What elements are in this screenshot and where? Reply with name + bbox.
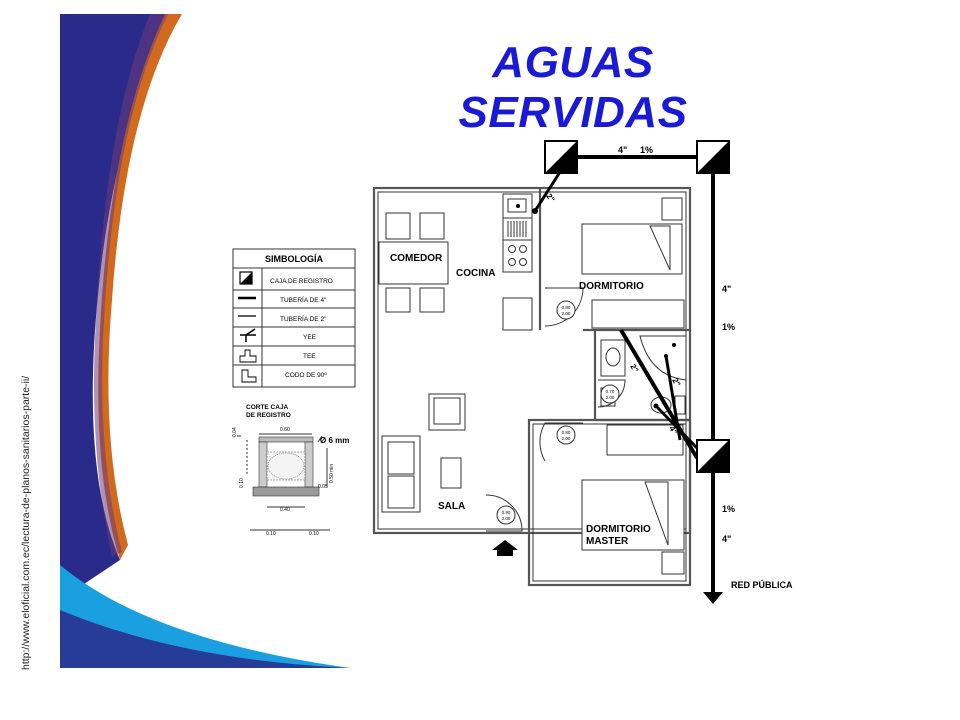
pipe-right-lower-slope: 1% — [722, 504, 735, 514]
pipe-right-upper-slope: 1% — [722, 322, 735, 332]
room-label-master-2: MASTER — [586, 536, 629, 547]
svg-text:0.40: 0.40 — [280, 507, 290, 513]
yee-icon — [240, 328, 256, 342]
caja-registro-icon — [239, 271, 253, 285]
svg-text:0.70: 0.70 — [606, 389, 615, 394]
room-label-dormitorio: DORMITORIO — [579, 281, 644, 292]
svg-text:0.60: 0.60 — [280, 427, 290, 433]
room-label-comedor: COMEDOR — [390, 253, 443, 264]
pipe-branch-bath-b: 2" — [670, 377, 682, 389]
outlet-arrow-icon — [703, 592, 723, 604]
band-dark-blue-shape — [60, 610, 350, 668]
legend-label-pipe4: TUBERÍA DE 4" — [280, 295, 327, 304]
elbow-90-icon — [241, 369, 257, 383]
room-label-master-1: DORMITORIO — [586, 524, 651, 535]
registro-box-section: CORTE CAJA DE REGISTRO 0.60 0.04 0.10 Ø … — [232, 404, 349, 537]
door-arc-4 — [485, 494, 523, 532]
legend-label-yee: YEE — [303, 334, 317, 341]
legend-table: SIMBOLOGÍA CAJA DE REGISTRO TUBERÍA DE 4… — [232, 248, 356, 388]
svg-text:0.90: 0.90 — [502, 510, 511, 515]
caja-registro-icon — [696, 140, 730, 174]
pipe-top-size: 4" — [618, 145, 627, 155]
svg-text:0.10: 0.10 — [266, 531, 276, 537]
svg-text:0.04: 0.04 — [232, 427, 238, 437]
legend-label-tee: TEE — [303, 353, 316, 360]
door-arc-3 — [539, 422, 583, 462]
svg-text:0.50 min: 0.50 min — [329, 464, 335, 483]
pipe-branch-main: 4" — [667, 425, 679, 437]
band-blue-shape — [60, 14, 180, 600]
legend-label-codo: CODO DE 90º — [285, 372, 327, 379]
section-rod-label: Ø 6 mm — [320, 436, 349, 445]
door-arc-2 — [597, 379, 626, 408]
pipe-top-slope: 1% — [640, 145, 653, 155]
legend-label-pipe2: TUBERÍA DE 2" — [280, 314, 327, 323]
caja-registro-icon — [696, 439, 730, 473]
section-title-line2: DE REGISTRO — [246, 412, 291, 419]
svg-text:0.10: 0.10 — [309, 531, 319, 537]
pipe-right-lower-size: 4" — [722, 534, 731, 544]
caja-registro-icon — [544, 140, 578, 174]
section-title-line1: CORTE CAJA — [246, 404, 289, 411]
tee-icon — [239, 349, 257, 363]
entrance-arrow-icon — [492, 540, 518, 556]
legend-title: SIMBOLOGÍA — [265, 254, 323, 264]
svg-text:0.80: 0.80 — [562, 430, 571, 435]
floor-plan — [372, 186, 692, 587]
outlet-label: RED PÚBLICA — [731, 579, 793, 590]
page-title: AGUAS SERVIDAS — [458, 38, 688, 137]
svg-text:0.05: 0.05 — [318, 484, 328, 490]
svg-text:2.00: 2.00 — [606, 395, 615, 400]
svg-text:0.10: 0.10 — [239, 478, 245, 488]
pipe-branch-bath-a: 2" — [628, 363, 640, 375]
drain-pipes — [532, 155, 723, 604]
legend-label-caja: CAJA DE REGISTRO — [270, 278, 333, 285]
door-arc-1 — [544, 287, 584, 327]
svg-text:2.00: 2.00 — [562, 311, 571, 316]
room-label-cocina: COCINA — [456, 268, 495, 279]
svg-text:2.00: 2.00 — [502, 516, 511, 521]
room-label-sala: SALA — [438, 501, 465, 512]
pipe-right-upper-size: 4" — [722, 284, 731, 294]
svg-text:2.00: 2.00 — [562, 436, 571, 441]
svg-text:0.80: 0.80 — [562, 305, 571, 310]
